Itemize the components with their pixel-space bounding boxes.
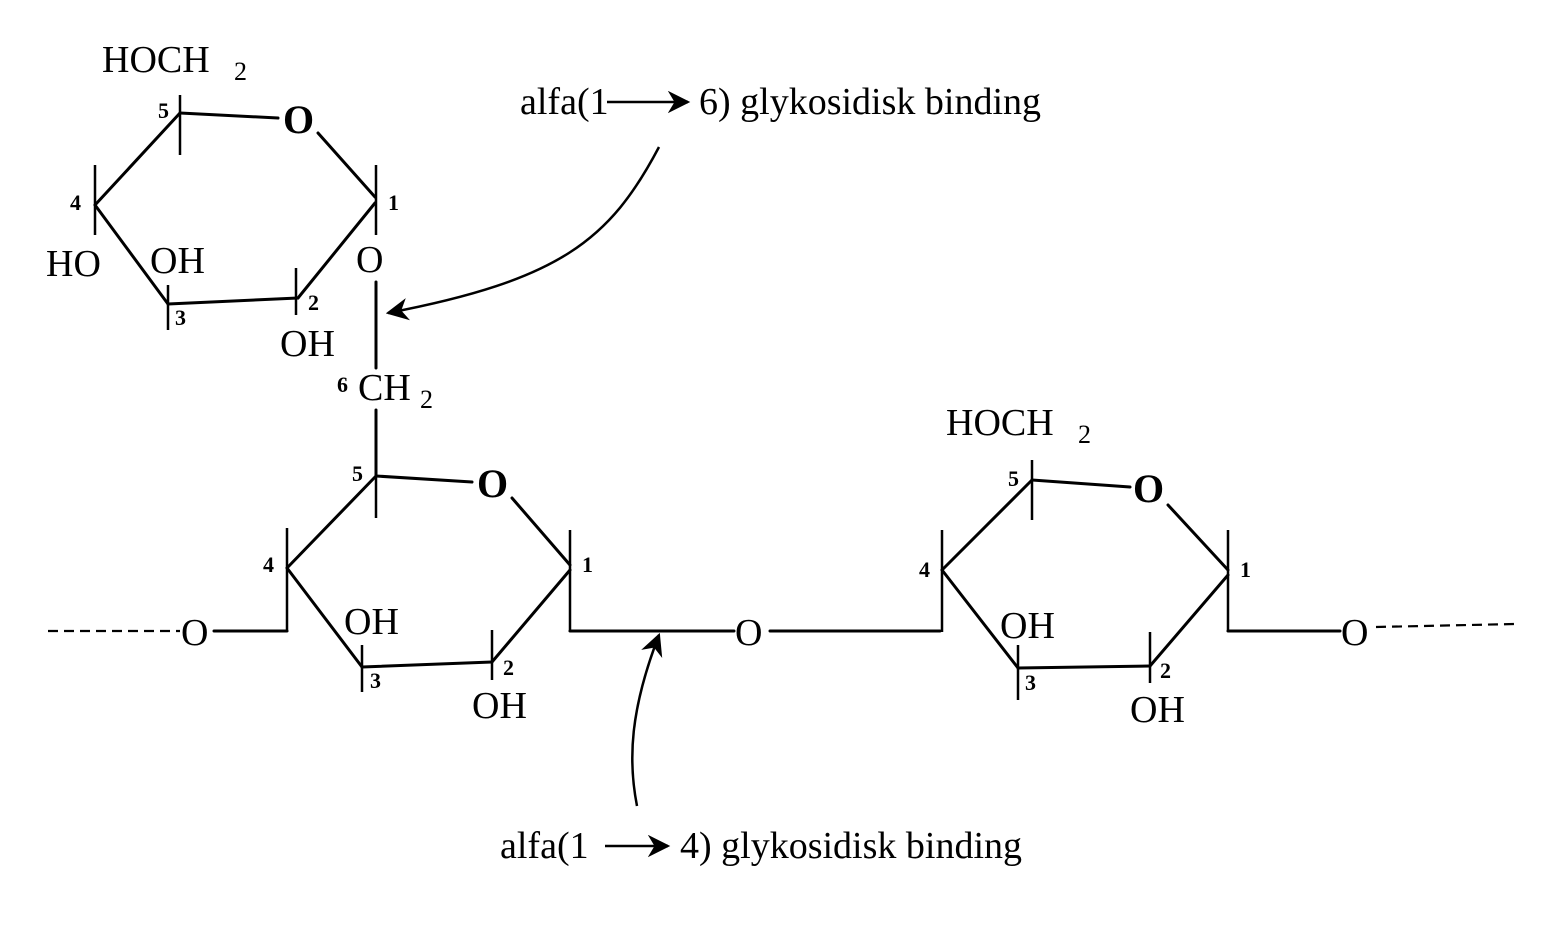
caption-alpha-1-4: alfa(1 4) glykosidisk binding	[500, 825, 1022, 867]
bond-c4-c5-top	[93, 111, 182, 207]
carbon-5-top: 5	[158, 98, 169, 123]
carbon-6: 6	[337, 372, 348, 397]
carbon-4-top: 4	[70, 190, 81, 215]
bond-c5-o-top	[178, 111, 280, 120]
bond-c4-c5-left	[285, 474, 378, 570]
carbon-3-right: 3	[1025, 670, 1036, 695]
left-glucose-ring: O OH OH 5 4 1 2 3	[263, 460, 593, 727]
oh-label-c2-right: OH	[1130, 689, 1185, 731]
bond-c3-c4-top	[93, 203, 170, 306]
caption-alpha-1-6: alfa(1 6) glykosidisk binding	[520, 81, 1041, 123]
bridge-oxygen-1-4: O	[735, 612, 762, 654]
carbon-4-left: 4	[263, 552, 274, 577]
carbon-3-left: 3	[370, 668, 381, 693]
pointer-arrow-1-6	[385, 146, 661, 321]
bond-o-c1-right	[1166, 503, 1230, 572]
caption-1-6-prefix: alfa(1	[520, 81, 609, 123]
right-glucose-ring: O HOCH 2 OH OH 5 4 1 2 3	[919, 402, 1251, 731]
bond-c5-o-left	[374, 474, 474, 484]
hoch2-label-right: HOCH	[946, 402, 1054, 444]
bond-c2-c3-right	[1016, 664, 1152, 670]
hoch2-sub-right: 2	[1078, 420, 1091, 449]
chain-right-end: O	[1226, 612, 1516, 654]
hoch2-sub-top: 2	[234, 57, 247, 86]
chain-oxygen-left: O	[181, 612, 208, 654]
carbon-5-left: 5	[352, 461, 363, 486]
hoch2-label-top: HOCH	[102, 39, 210, 81]
chain-oxygen-right: O	[1341, 612, 1368, 654]
carbon-4-right: 4	[919, 557, 930, 582]
alpha-1-4-linkage: O	[568, 612, 942, 654]
alpha-1-6-linkage: O 6 CH 2	[337, 239, 433, 477]
top-glucose-ring: O HOCH 2 HO OH OH 5 4 1 2 3	[46, 39, 399, 365]
chain-left-end: O	[48, 612, 289, 654]
bond-c1-c2-left	[490, 568, 572, 664]
ring-oxygen-top: O	[283, 97, 314, 142]
oh-label-c3-top: OH	[150, 240, 205, 282]
caption-1-4-prefix: alfa(1	[500, 825, 589, 867]
dashed-chain-right	[1375, 622, 1516, 629]
oh-label-c3-right: OH	[1000, 605, 1055, 647]
bond-c1-c2-top	[296, 201, 377, 300]
ch2-label-c6: CH	[358, 367, 411, 409]
oh-label-c2-top: OH	[280, 323, 335, 365]
caption-1-4-suffix: 4) glykosidisk binding	[680, 825, 1022, 867]
ring-oxygen-left: O	[477, 461, 508, 506]
bond-o-c1-top	[316, 131, 377, 199]
carbon-3-top: 3	[175, 305, 186, 330]
carbon-1-top: 1	[388, 190, 399, 215]
carbon-5-right: 5	[1008, 466, 1019, 491]
pointer-arrow-1-4	[631, 632, 663, 807]
carbon-2-left: 2	[503, 655, 514, 680]
bond-c4-c5-right	[940, 478, 1034, 572]
carbon-2-right: 2	[1160, 658, 1171, 683]
bond-c2-c3-top	[166, 296, 300, 306]
bond-c1-c2-right	[1148, 573, 1230, 668]
ho-label-c4-top: HO	[46, 243, 101, 285]
bond-c2-c3-left	[360, 660, 494, 669]
carbon-1-left: 1	[582, 552, 593, 577]
oh-label-c2-left: OH	[472, 685, 527, 727]
ch2-sub-c6: 2	[420, 385, 433, 414]
ring-oxygen-right: O	[1133, 466, 1164, 511]
bond-c5-o-right	[1030, 478, 1132, 489]
carbon-1-right: 1	[1240, 557, 1251, 582]
oh-label-c3-left: OH	[344, 601, 399, 643]
bond-o-c1-left	[510, 496, 572, 567]
carbon-2-top: 2	[308, 290, 319, 315]
bond-c3-c4-right	[940, 568, 1020, 670]
caption-1-6-suffix: 6) glykosidisk binding	[699, 81, 1041, 123]
bridge-oxygen-1-6: O	[356, 239, 383, 281]
bond-c3-c4-left	[285, 566, 364, 669]
